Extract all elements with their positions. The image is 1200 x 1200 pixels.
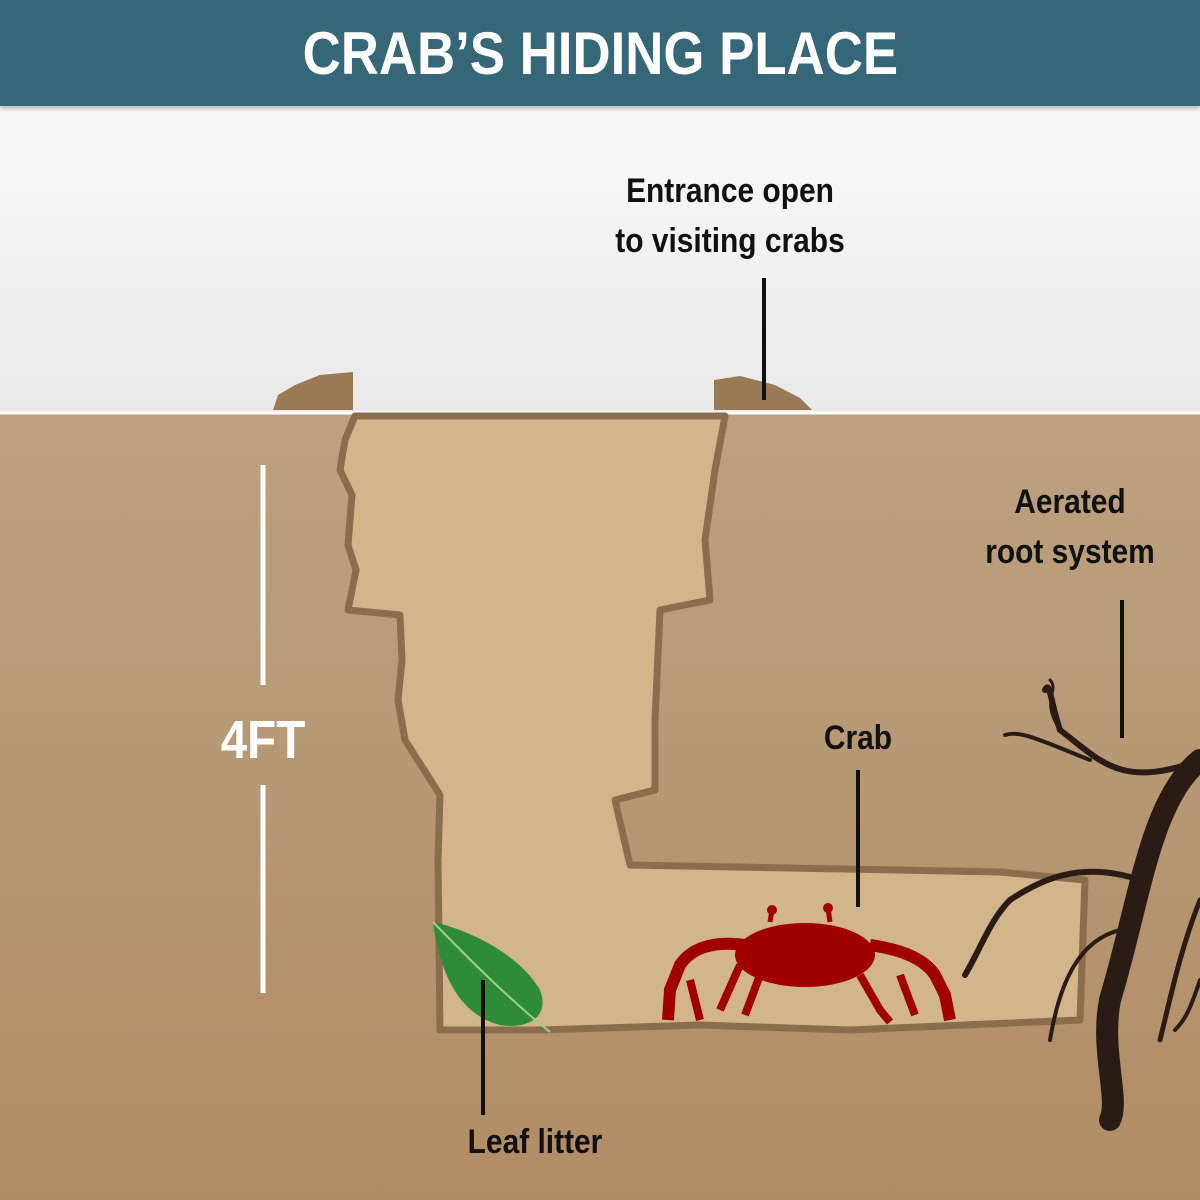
crab-label: Crab [823,719,893,757]
entrance-label: Entrance open to visiting crabs [598,166,862,266]
root-label-line1: Aerated [1014,483,1126,521]
header-bar: CRAB’S HIDING PLACE [0,0,1200,106]
depth-label: 4FT [220,710,306,770]
crab-icon [662,903,956,1025]
entrance-label-line1: Entrance open [626,172,834,210]
root-label-line2: root system [985,533,1155,571]
entrance-label-line2: to visiting crabs [615,222,845,260]
mound-left [273,372,353,410]
burrow-tunnel [336,412,1089,1034]
leaf-litter-label: Leaf litter [467,1123,603,1161]
page-title: CRAB’S HIDING PLACE [302,19,898,87]
leaf-icon [432,921,551,1033]
root-system-label: Aerated root system [973,477,1167,577]
root-system [962,678,1200,1131]
